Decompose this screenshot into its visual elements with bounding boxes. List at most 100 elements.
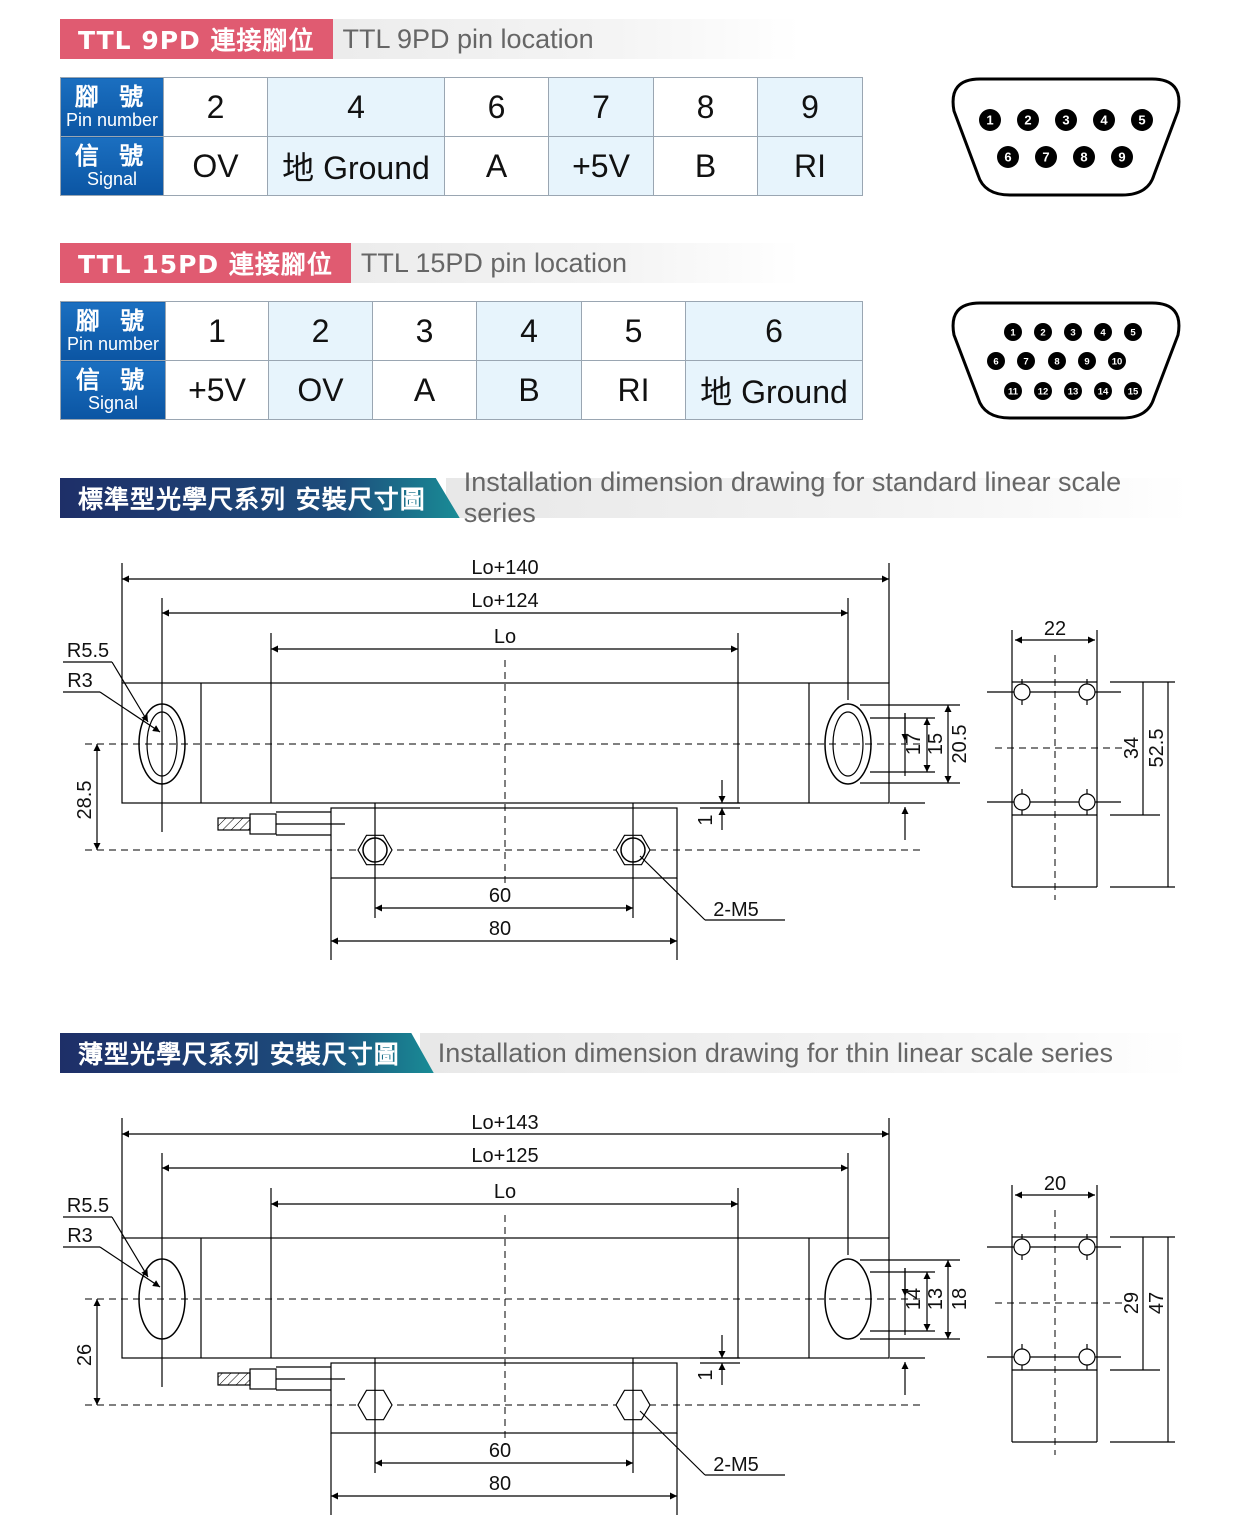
dimension-label: Lo+140 [471, 557, 538, 579]
signal-cell: +5V [548, 136, 654, 196]
pin-number: 12 [1038, 386, 1049, 397]
pin-cell: 6 [444, 77, 549, 137]
pin-dot [1004, 382, 1022, 400]
standard-title-zh: 標準型光學尺系列 安裝尺寸圖 [60, 478, 460, 518]
connector-shell [951, 301, 1181, 420]
pin-dot [1078, 352, 1096, 370]
signal-cell: B [653, 136, 758, 196]
dimension-label: 1 [695, 1369, 717, 1380]
side-hole [1013, 1348, 1031, 1366]
pin-number: 2 [1040, 327, 1045, 338]
cable-strain-relief [217, 817, 251, 831]
pin-dot [1094, 382, 1112, 400]
mounting-slot [824, 703, 872, 785]
pin-number: 11 [1008, 386, 1019, 397]
ttl15-title-en: TTL 15PD pin location [350, 243, 800, 283]
signal-cell: B [476, 360, 582, 420]
pin-dot [1004, 323, 1022, 341]
pin-number: 1 [986, 113, 993, 128]
pin-cell: 1 [165, 301, 269, 361]
ttl15-title-zh: TTL 15PD 連接腳位 [60, 243, 351, 283]
pin-number: 5 [1138, 113, 1145, 128]
pin-number: 6 [993, 356, 998, 367]
pin-dot [987, 352, 1005, 370]
pin-number: 5 [1130, 327, 1136, 338]
pin-dot [1055, 109, 1077, 131]
leader-line [111, 1216, 149, 1278]
pin-dot [1017, 352, 1035, 370]
pin-dot [1094, 323, 1112, 341]
pin-dot [1064, 323, 1082, 341]
pin-cell: 2 [268, 301, 373, 361]
scale-body [121, 1237, 890, 1359]
reading-head [330, 807, 678, 879]
pin-number: 3 [1070, 327, 1075, 338]
pin-dot [1124, 382, 1142, 400]
pin-number: 2 [1024, 113, 1031, 128]
cable-strain-relief [217, 1372, 251, 1386]
dimension-label: 28.5 [74, 781, 96, 820]
mounting-slot-inner [146, 711, 178, 777]
dimension-label: 22 [1044, 618, 1066, 640]
dimension-label: 52.5 [1146, 729, 1168, 768]
pin-number: 1 [1010, 327, 1016, 338]
side-hole [1013, 1238, 1031, 1256]
pin-dot [1034, 323, 1052, 341]
dimension-label: R5.5 [67, 1195, 109, 1217]
pin-number: 9 [1118, 150, 1125, 165]
mounting-slot [138, 1258, 186, 1340]
dimension-label: 2-M5 [713, 1454, 759, 1476]
leader-line [99, 1246, 161, 1288]
pin-dot [1035, 146, 1057, 168]
pin-dot [1124, 323, 1142, 341]
dimension-label: Lo+124 [471, 590, 538, 612]
pin-number: 7 [1023, 356, 1028, 367]
dimension-label: 26 [74, 1344, 96, 1366]
pin-cell: 6 [685, 301, 863, 361]
side-hole [1078, 1238, 1096, 1256]
dimension-label: 80 [489, 918, 511, 940]
pin-cell: 4 [476, 301, 582, 361]
pin-number: 9 [1084, 356, 1089, 367]
ttl9-header: TTL 9PD 連接腳位 TTL 9PD pin location [60, 19, 800, 59]
signal-cell: RI [581, 360, 686, 420]
mounting-slot-inner [832, 711, 864, 777]
pin-dot [1073, 146, 1095, 168]
side-hole [1078, 793, 1096, 811]
mounting-slot [824, 1258, 872, 1340]
dimension-label: Lo+143 [471, 1112, 538, 1134]
pin-number: 14 [1098, 386, 1109, 397]
dimension-label: Lo [494, 626, 516, 648]
pin-cell: 8 [653, 77, 758, 137]
cable-sleeve [249, 813, 277, 835]
side-hole [1013, 793, 1031, 811]
dimension-label: 20 [1044, 1173, 1066, 1195]
pin-number: 3 [1062, 113, 1069, 128]
pin-dot [997, 146, 1019, 168]
dimension-label: 29 [1121, 1292, 1143, 1314]
dimension-label: 60 [489, 1440, 511, 1462]
leader-line [99, 691, 161, 733]
pin-number: 4 [1100, 327, 1106, 338]
mounting-slot [138, 703, 186, 785]
dimension-label: R3 [67, 670, 93, 692]
leader-line [639, 1410, 706, 1476]
thin-header: 薄型光學尺系列 安裝尺寸圖 Installation dimension dra… [60, 1033, 1190, 1073]
dimension-label: 17 [903, 733, 925, 755]
dimension-label: 2-M5 [713, 899, 759, 921]
connector-shell [951, 77, 1181, 197]
dimension-label: 60 [489, 885, 511, 907]
pin-dot [1108, 352, 1126, 370]
dimension-label: Lo+125 [471, 1145, 538, 1167]
dimension-label: 13 [925, 1288, 947, 1310]
dimension-label: 18 [949, 1288, 971, 1310]
ttl9-title-en: TTL 9PD pin location [332, 19, 800, 59]
